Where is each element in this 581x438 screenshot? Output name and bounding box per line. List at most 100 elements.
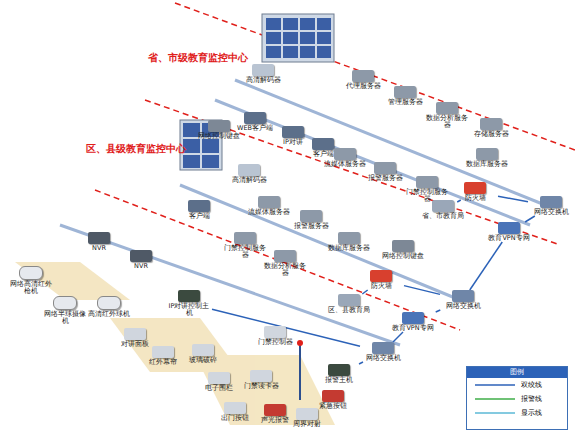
- device-icon: [53, 296, 77, 310]
- device-icon: [188, 200, 210, 212]
- device-label: 网络交换机: [534, 209, 569, 216]
- bus-lines: [60, 80, 545, 345]
- screen: [300, 32, 315, 44]
- device-node: 区、县教育局: [326, 294, 372, 314]
- screen: [283, 32, 298, 44]
- device-label: 防火墙: [465, 195, 486, 202]
- device-node: 网络控制键盘: [196, 120, 242, 140]
- device-label: 门禁控制器: [258, 339, 293, 346]
- device-node: 电子围栏: [196, 372, 242, 392]
- separator-line: [95, 190, 460, 330]
- device-label: 网络交换机: [446, 303, 481, 310]
- network-connector: [404, 286, 440, 295]
- legend-line: [475, 398, 515, 400]
- device-label: 紧急按钮: [319, 403, 347, 410]
- device-label: IP对讲控制主机: [166, 303, 212, 317]
- legend-line-sample: [475, 382, 515, 388]
- legend-title: 图例: [467, 367, 567, 378]
- legend-line-sample: [475, 410, 515, 416]
- device-icon: [178, 290, 200, 302]
- device-icon: [244, 112, 266, 124]
- device-label: 流媒体服务器: [248, 209, 290, 216]
- tier-title: 省、市级教育监控中心: [148, 51, 248, 65]
- device-icon: [264, 404, 286, 416]
- device-node: 玻璃破碎: [180, 344, 226, 364]
- device-icon: [282, 126, 304, 138]
- device-node: 数据库服务器: [464, 148, 510, 168]
- device-label: 门禁读卡器: [244, 383, 279, 390]
- device-icon: [394, 86, 416, 98]
- device-node: 代理服务器: [340, 70, 386, 90]
- device-icon: [250, 370, 272, 382]
- device-icon: [19, 266, 43, 280]
- device-node: WEB客户端: [232, 112, 278, 132]
- device-icon: [300, 210, 322, 222]
- device-label: 高清红外球机: [88, 311, 130, 318]
- legend-line-sample: [475, 396, 515, 402]
- device-node: NVR: [118, 250, 164, 270]
- device-label: 声光报警: [261, 417, 289, 424]
- device-node: 门禁读卡器: [238, 370, 284, 390]
- device-node: 客户端: [176, 200, 222, 220]
- device-node: 紧急按钮: [310, 390, 356, 410]
- device-label: 出门按钮: [221, 415, 249, 422]
- device-label: 网络高清红外枪机: [8, 281, 54, 295]
- screen: [300, 18, 315, 30]
- device-node: 防火墙: [452, 182, 498, 202]
- screen: [266, 32, 281, 44]
- device-icon: [452, 290, 474, 302]
- device-node: 网络交换机: [528, 196, 574, 216]
- device-label: 教育VPN专网: [392, 325, 433, 332]
- device-icon: [88, 232, 110, 244]
- device-label: 防火墙: [371, 283, 392, 290]
- device-node: 数据分析服务器: [262, 250, 308, 277]
- legend-text: 显示线: [521, 408, 542, 418]
- screen: [202, 139, 219, 153]
- device-node: 教育VPN专网: [390, 312, 436, 332]
- bus-line: [215, 100, 530, 225]
- device-label: 数据分析服务器: [262, 263, 308, 277]
- screen: [283, 46, 298, 58]
- screen: [202, 155, 219, 168]
- device-icon: [192, 344, 214, 356]
- legend-row: 报警线: [467, 392, 567, 406]
- device-label: 客户端: [313, 151, 334, 158]
- device-icon: [436, 102, 458, 114]
- screen: [317, 18, 331, 30]
- device-icon: [540, 196, 562, 208]
- device-node: 高清解码器: [240, 64, 286, 84]
- device-icon: [334, 148, 356, 160]
- separator-line: [145, 100, 560, 245]
- device-node: 网络半球摄像机: [42, 296, 88, 325]
- device-node: 流媒体服务器: [322, 148, 368, 168]
- device-node: 报警主机: [316, 364, 362, 384]
- device-icon: [352, 70, 374, 82]
- screen: [266, 46, 281, 58]
- device-node: 门禁控制服务器: [222, 232, 268, 259]
- network-connector: [457, 200, 461, 202]
- device-icon: [498, 222, 520, 234]
- video-wall: [262, 14, 334, 62]
- network-connector: [212, 309, 360, 346]
- device-label: 报警服务器: [294, 223, 329, 230]
- screen: [300, 46, 315, 58]
- device-icon: [402, 312, 424, 324]
- device-icon: [208, 120, 230, 132]
- device-icon: [238, 164, 260, 176]
- device-label: IP对讲: [283, 139, 303, 146]
- device-node: 门禁控制器: [252, 326, 298, 346]
- device-label: NVR: [134, 263, 148, 270]
- pole: [299, 345, 301, 400]
- device-label: 高清解码器: [246, 77, 281, 84]
- device-label: 数据分析服务器: [424, 115, 470, 129]
- device-node: 省、市教育局: [420, 200, 466, 220]
- device-icon: [264, 326, 286, 338]
- device-icon: [392, 240, 414, 252]
- device-icon: [252, 64, 274, 76]
- separator-line: [175, 3, 575, 150]
- device-label: NVR: [92, 245, 106, 252]
- device-node: IP对讲: [270, 126, 316, 146]
- device-label: 数据库服务器: [328, 245, 370, 252]
- device-label: 教育VPN专网: [488, 235, 529, 242]
- screen: [266, 18, 281, 30]
